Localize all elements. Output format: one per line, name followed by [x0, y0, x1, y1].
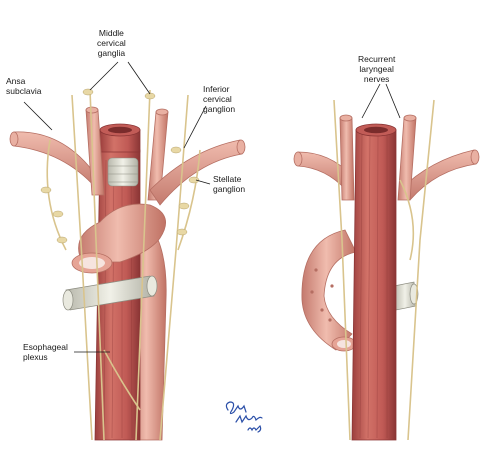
right-fig-carotid-l: [339, 117, 355, 201]
label-line: Esophageal: [23, 342, 68, 352]
label-line: ganglion: [203, 104, 236, 114]
ganglia-left: [40, 88, 200, 244]
nerves-right: [333, 99, 435, 441]
label-recurrent-laryngeal-nerves: Recurrent laryngeal nerves: [358, 54, 395, 84]
label-middle-cervical-ganglia: Middle cervical ganglia: [97, 28, 126, 58]
label-line: nerves: [363, 74, 390, 84]
left-carotid: [85, 109, 105, 196]
left-subclavian: [13, 131, 97, 190]
nerves-left: [46, 89, 201, 441]
trachea-left: [107, 157, 139, 187]
label-line: ganglia: [97, 48, 126, 58]
label-line: ganglion: [213, 184, 246, 194]
label-line: laryngeal: [359, 64, 394, 74]
label-line: cervical: [97, 38, 126, 48]
label-ansa-subclavia: Ansa subclavia: [6, 76, 41, 96]
right-fig-aortic-arch: [301, 229, 357, 351]
label-esophageal-plexus: Esophageal plexus: [23, 342, 68, 362]
esophagus-right: [351, 129, 397, 441]
label-line: Inferior: [203, 84, 230, 94]
right-figure: [293, 99, 480, 441]
artist-signature: [225, 401, 263, 433]
label-line: plexus: [23, 352, 48, 362]
left-figure: [9, 88, 246, 441]
label-line: Ansa: [6, 76, 26, 86]
label-line: Recurrent: [358, 54, 396, 64]
label-inferior-cervical-ganglion: Inferior cervical ganglion: [203, 84, 235, 114]
label-line: Stellate: [213, 174, 242, 184]
label-line: cervical: [203, 94, 232, 104]
label-line: subclavia: [6, 86, 42, 96]
label-line: Middle: [98, 28, 124, 38]
intercostal-openings: [310, 268, 334, 322]
leader-lines: [23, 61, 401, 353]
label-stellate-ganglion: Stellate ganglion: [213, 174, 245, 194]
